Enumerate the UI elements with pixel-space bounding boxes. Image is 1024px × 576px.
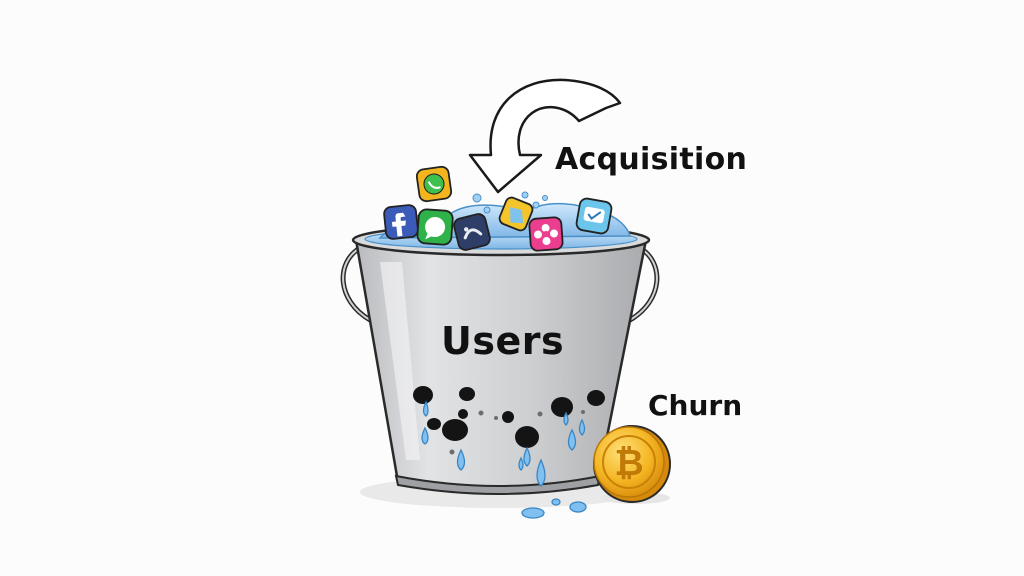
users-label: Users [441, 319, 565, 363]
acquisition-label: Acquisition [555, 142, 748, 177]
flower-icon [528, 216, 564, 252]
whatsapp-icon [415, 165, 453, 203]
game-controller-icon [453, 213, 491, 251]
tag-icon [498, 196, 534, 232]
churn-label: Churn [648, 389, 743, 422]
facebook-icon [383, 204, 419, 240]
svg-text:₿: ₿ [614, 443, 643, 484]
leak-holes [413, 386, 605, 455]
chat-check-icon [575, 197, 613, 235]
message-bubble-icon [416, 208, 454, 246]
arrow-icon [468, 78, 622, 194]
splash-droplets [472, 191, 548, 214]
water-drops [421, 400, 587, 519]
bitcoin-icon: ₿ [593, 425, 671, 504]
